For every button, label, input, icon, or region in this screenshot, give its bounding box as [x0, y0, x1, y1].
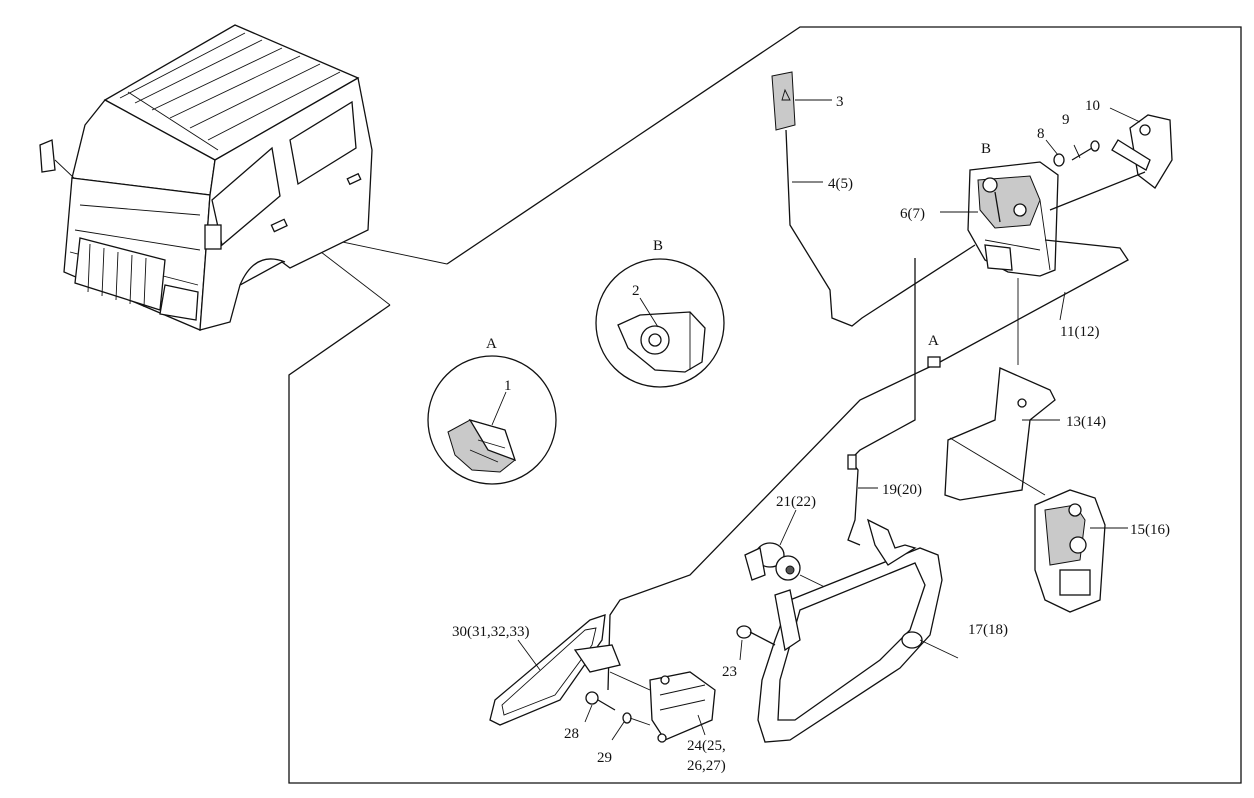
washer-29 — [622, 712, 632, 724]
detail-a-marker: A — [928, 333, 939, 349]
callout-labels: A B A B 1 2 3 4(5) 6(7) 8 9 10 11(12) 13… — [452, 94, 1170, 774]
callout-1: 1 — [504, 378, 512, 394]
inner-handle-30 — [489, 614, 621, 726]
callout-21: 21(22) — [776, 494, 816, 510]
detail-b-marker: B — [981, 141, 991, 157]
callout-11: 11(12) — [1060, 324, 1099, 340]
rod-4 — [785, 129, 976, 327]
callout-15: 15(16) — [1130, 522, 1170, 538]
callout-9: 9 — [1062, 112, 1070, 128]
callout-28: 28 — [564, 726, 579, 742]
callout-10: 10 — [1085, 98, 1100, 114]
detail-b-title: B — [653, 238, 663, 254]
callout-17: 17(18) — [968, 622, 1008, 638]
detail-b-circle — [595, 258, 725, 388]
callout-3: 3 — [836, 94, 844, 110]
cable-clip — [927, 356, 941, 368]
striker-10 — [1111, 114, 1173, 189]
bracket-13 — [944, 367, 1056, 501]
bolt-28 — [585, 691, 616, 711]
callout-4: 4(5) — [828, 176, 853, 192]
callout-leaders — [491, 99, 1141, 741]
outer-door-handle — [757, 518, 943, 743]
callout-24-line1: 24(25, — [687, 738, 726, 754]
exploded-view-frame — [288, 26, 1242, 784]
washer-8 — [1053, 153, 1065, 167]
callout-30: 30(31,32,33) — [452, 624, 530, 640]
callout-13: 13(14) — [1066, 414, 1106, 430]
detail-a-circle — [427, 355, 557, 485]
callout-29: 29 — [597, 750, 612, 766]
screw-9 — [1071, 140, 1100, 161]
callout-8: 8 — [1037, 126, 1045, 142]
cable-11 — [607, 171, 1146, 691]
callout-2: 2 — [632, 283, 640, 299]
callout-6: 6(7) — [900, 206, 925, 222]
door-lock-latch — [967, 161, 1059, 277]
inner-handle-knob — [771, 71, 796, 131]
truck-cab — [39, 24, 373, 331]
bolt-23 — [736, 625, 776, 646]
bracket-24 — [649, 671, 716, 743]
callout-19: 19(20) — [882, 482, 922, 498]
detail-a-title: A — [486, 336, 497, 352]
callout-24-line2: 26,27) — [687, 758, 726, 774]
callout-23: 23 — [722, 664, 737, 680]
actuator-15 — [1034, 489, 1106, 613]
lock-cylinder-21 — [744, 542, 801, 581]
